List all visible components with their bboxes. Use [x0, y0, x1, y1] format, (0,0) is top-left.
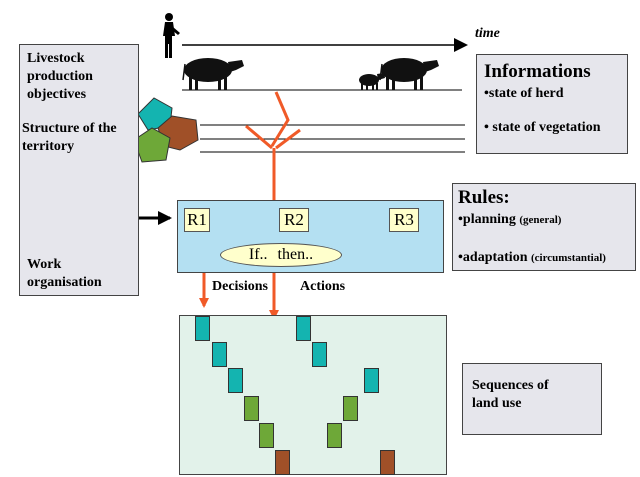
- info-panel: [476, 54, 628, 154]
- calf-icon: [359, 73, 385, 90]
- land-use-block-teal: [364, 368, 379, 393]
- work-organisation-label: Work organisation: [27, 257, 102, 290]
- planning-label: •planning: [458, 212, 516, 227]
- info-stream: [275, 128, 301, 150]
- rules-adaptation: •adaptation (circumstantial): [458, 250, 606, 266]
- land-use-box: [179, 315, 447, 475]
- land-use-block-teal: [195, 316, 210, 341]
- rules-planning: •planning (general): [458, 212, 561, 228]
- info-item-vegetation: • state of vegetation: [484, 120, 601, 135]
- if-then-ellipse: If.. then..: [220, 243, 342, 267]
- time-label: time: [475, 26, 500, 41]
- info-stream: [245, 124, 273, 150]
- sequences-panel: [462, 363, 602, 435]
- info-stream: [270, 91, 290, 147]
- info-title: Informations: [484, 61, 591, 82]
- land-use-block-teal: [228, 368, 243, 393]
- cow-icon: [379, 58, 439, 90]
- land-use-block-brown: [275, 450, 290, 475]
- rules-panel: [452, 183, 636, 271]
- adaptation-label: •adaptation: [458, 250, 528, 265]
- territory-green-shape: [133, 127, 171, 163]
- sequences-label: Sequences of land use: [472, 378, 549, 411]
- land-use-block-green: [327, 423, 342, 448]
- rule-r1: R1: [184, 208, 210, 232]
- land-use-block-green: [343, 396, 358, 421]
- land-use-block-teal: [296, 316, 311, 341]
- land-use-block-brown: [380, 450, 395, 475]
- adaptation-note: (circumstantial): [530, 252, 606, 264]
- info-item-herd: •state of herd: [484, 86, 564, 101]
- objectives-label: Livestock production objectives: [27, 51, 93, 102]
- land-use-block-teal: [212, 342, 227, 367]
- planning-note: (general): [519, 214, 562, 226]
- rule-r2: R2: [279, 208, 309, 232]
- actions-label: Actions: [300, 279, 346, 294]
- rules-title: Rules:: [458, 187, 510, 208]
- farmer-icon: [163, 13, 180, 58]
- then-label: then..: [277, 246, 314, 263]
- cow-icon: [182, 58, 244, 90]
- land-use-block-green: [259, 423, 274, 448]
- decisions-label: Decisions: [212, 279, 268, 294]
- land-use-block-teal: [312, 342, 327, 367]
- structure-label: Structure of the territory: [22, 121, 117, 154]
- rule-r3: R3: [389, 208, 419, 232]
- if-label: If..: [248, 246, 268, 263]
- land-use-block-green: [244, 396, 259, 421]
- left-panel: [19, 44, 139, 296]
